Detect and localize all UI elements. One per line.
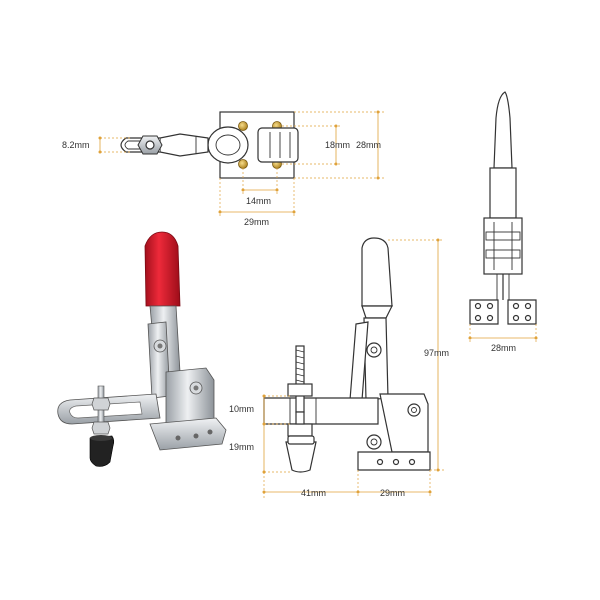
end-view-base (469, 299, 499, 325)
dim-label-29-side: 29mm (380, 488, 405, 498)
red-handle-grip (144, 231, 181, 307)
rubber-spindle-tip (89, 435, 115, 467)
end-view (469, 91, 537, 325)
dim-label-18: 18mm (325, 140, 350, 150)
dim-label-19: 19mm (229, 442, 254, 452)
dim-label-8-2: 8.2mm (62, 140, 90, 150)
side-view-dimensions: 97mm 10mm 19mm 41mm 29mm (229, 238, 449, 498)
dim-label-14: 14mm (246, 196, 271, 206)
dim-label-97: 97mm (424, 348, 449, 358)
end-view-dimensions: 28mm (468, 324, 538, 353)
top-view-hole (238, 159, 248, 169)
side-view-rubber-cap (285, 441, 317, 473)
dim-label-28-top: 28mm (356, 140, 381, 150)
top-view-hole (238, 121, 248, 131)
top-view (120, 111, 299, 179)
side-view (263, 237, 431, 473)
dim-label-10: 10mm (229, 404, 254, 414)
top-view-dimensions: 8.2mm 18mm 28mm 14mm 29mm (62, 110, 384, 227)
product-render (57, 231, 227, 467)
dim-label-41: 41mm (301, 488, 326, 498)
dim-label-29-top: 29mm (244, 217, 269, 227)
dim-label-28-end: 28mm (491, 343, 516, 353)
